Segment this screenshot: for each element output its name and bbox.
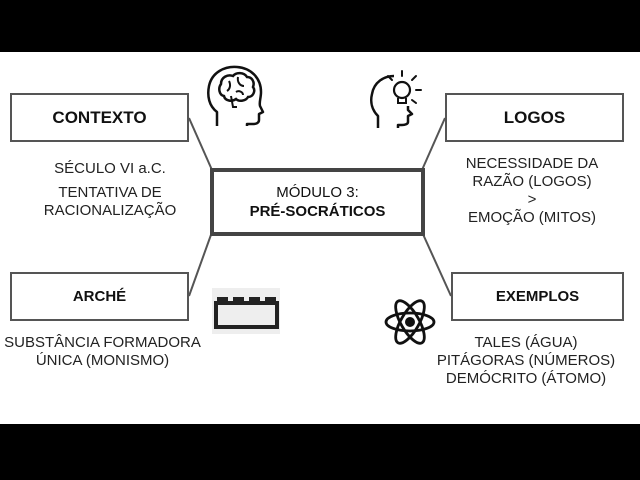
logos-item: RAZÃO (LOGOS) [472,173,592,190]
connector-contexto [188,117,213,171]
central-topic-box: MÓDULO 3: PRÉ-SOCRÁTICOS [210,168,425,236]
arche-box: ARCHÉ [10,272,189,321]
connector-logos [421,117,446,171]
logos-box: LOGOS [445,93,624,142]
exemplos-box: EXEMPLOS [451,272,624,321]
contexto-text: SÉCULO VI a.C. TENTATIVA DE RACIONALIZAÇ… [10,160,210,220]
atom-icon [384,299,436,345]
contexto-item: SÉCULO VI a.C. [54,160,166,177]
logos-item: EMOÇÃO (MITOS) [467,209,597,226]
arche-text: SUBSTÂNCIA FORMADORA ÚNICA (MONISMO) [0,334,205,370]
arche-item: SUBSTÂNCIA FORMADORA [4,334,201,351]
exemplos-title: EXEMPLOS [495,288,580,305]
central-topic-line2: PRÉ-SOCRÁTICOS [249,203,386,220]
exemplos-item: DEMÓCRITO (ÁTOMO) [445,370,607,387]
connector-exemplos [421,231,452,297]
letterbox-bar [0,424,640,480]
logos-title: LOGOS [503,107,566,127]
lightbulb-head-icon [370,70,422,128]
exemplos-item: PITÁGORAS (NÚMEROS) [436,352,616,369]
contexto-box: CONTEXTO [10,93,189,142]
contexto-item: TENTATIVA DE [58,184,162,201]
lego-brick-icon [212,288,280,334]
contexto-item: RACIONALIZAÇÃO [43,202,177,219]
arche-title: ARCHÉ [72,288,127,305]
central-topic-line1: MÓDULO 3: [276,184,359,201]
contexto-title: CONTEXTO [52,107,147,127]
logos-item: > [527,191,537,208]
exemplos-item: TALES (ÁGUA) [474,334,578,351]
brain-head-icon [207,65,265,126]
connector-arche [188,231,213,297]
exemplos-text: TALES (ÁGUA) PITÁGORAS (NÚMEROS) DEMÓCRI… [426,334,626,388]
logos-text: NECESSIDADE DA RAZÃO (LOGOS) > EMOÇÃO (M… [432,155,632,227]
arche-item: ÚNICA (MONISMO) [35,352,170,369]
logos-item: NECESSIDADE DA [465,155,599,172]
